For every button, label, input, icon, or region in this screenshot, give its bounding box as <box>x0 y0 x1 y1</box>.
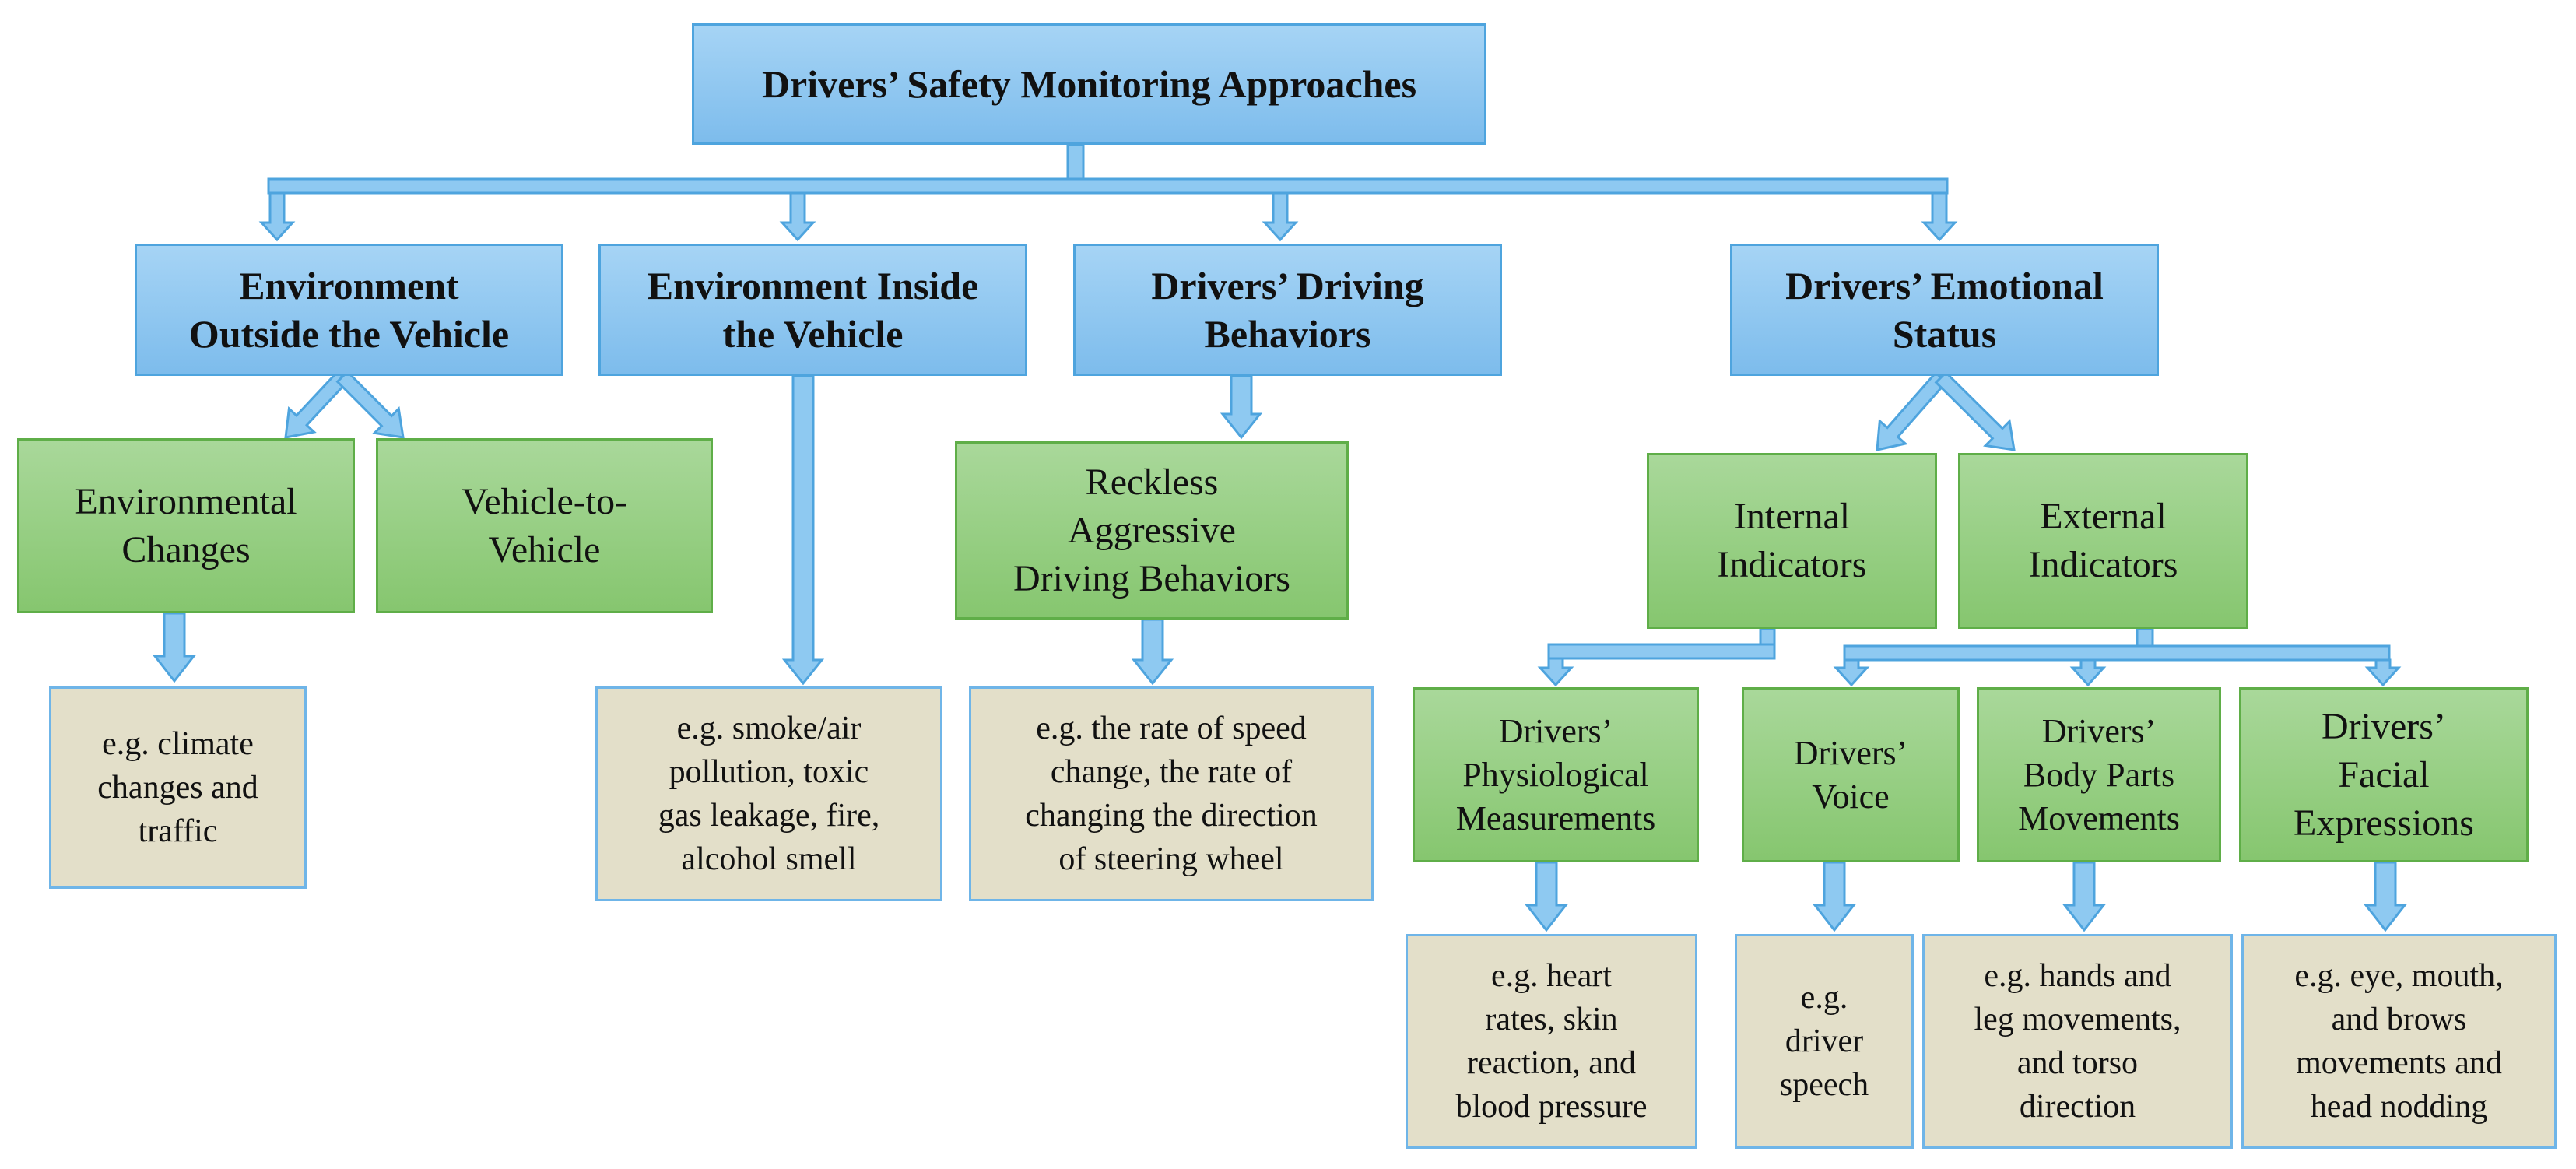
arrow-emotional-external <box>1934 370 2016 451</box>
arrow-outside-v2v <box>335 370 405 439</box>
arrow-outside-changes <box>284 370 349 439</box>
connector-root-bus <box>267 177 1949 195</box>
node-env-outside: Environment Outside the Vehicle <box>135 244 563 376</box>
node-ex-speed: e.g. the rate of speed change, the rate … <box>969 686 1374 901</box>
arrow-external-voice <box>1833 658 1870 687</box>
arrow-inside-smoke <box>781 374 825 686</box>
arrow-root-emotional <box>1921 191 1958 242</box>
arrow-physiological-heart <box>1524 861 1569 932</box>
node-vehicle-to-vehicle: Vehicle-to- Vehicle <box>376 438 713 613</box>
connector-internal-bar <box>1547 643 1776 660</box>
node-env-inside: Environment Inside the Vehicle <box>598 244 1027 376</box>
node-external-indicators: External Indicators <box>1958 453 2248 629</box>
arrow-changes-climate <box>152 612 197 683</box>
node-voice: Drivers’ Voice <box>1742 687 1960 862</box>
arrow-emotional-internal <box>1876 370 1948 451</box>
node-physiological: Drivers’ Physiological Measurements <box>1413 687 1699 862</box>
connector-external-bus <box>1843 644 2391 662</box>
arrow-facial-eye <box>2363 861 2408 932</box>
node-ex-smoke: e.g. smoke/air pollution, toxic gas leak… <box>595 686 942 901</box>
node-body-parts: Drivers’ Body Parts Movements <box>1977 687 2221 862</box>
arrow-root-driving <box>1262 191 1299 242</box>
node-internal-indicators: Internal Indicators <box>1647 453 1937 629</box>
node-ex-eye: e.g. eye, mouth, and brows movements and… <box>2241 934 2557 1149</box>
node-ex-hands: e.g. hands and leg movements, and torso … <box>1922 934 2233 1149</box>
arrow-external-facial <box>2364 658 2402 687</box>
arrow-body-hands <box>2062 861 2107 932</box>
node-ex-speech: e.g. driver speech <box>1735 934 1914 1149</box>
node-reckless-driving: Reckless Aggressive Driving Behaviors <box>955 441 1349 620</box>
arrow-internal-physiological <box>1537 657 1574 687</box>
arrow-external-body <box>2069 658 2107 687</box>
node-root: Drivers’ Safety Monitoring Approaches <box>692 23 1486 145</box>
arrow-root-env-inside <box>779 191 816 242</box>
node-environmental-changes: Environmental Changes <box>17 438 355 613</box>
node-driving-behaviors: Drivers’ Driving Behaviors <box>1073 244 1502 376</box>
node-emotional-status: Drivers’ Emotional Status <box>1730 244 2159 376</box>
arrow-root-env-outside <box>258 191 296 242</box>
arrow-driving-reckless <box>1220 374 1263 440</box>
node-ex-climate: e.g. climate changes and traffic <box>49 686 307 889</box>
arrow-voice-speech <box>1812 861 1857 932</box>
node-ex-heart: e.g. heart rates, skin reaction, and blo… <box>1406 934 1697 1149</box>
node-facial: Drivers’ Facial Expressions <box>2239 687 2529 862</box>
arrow-reckless-speed <box>1131 618 1174 686</box>
